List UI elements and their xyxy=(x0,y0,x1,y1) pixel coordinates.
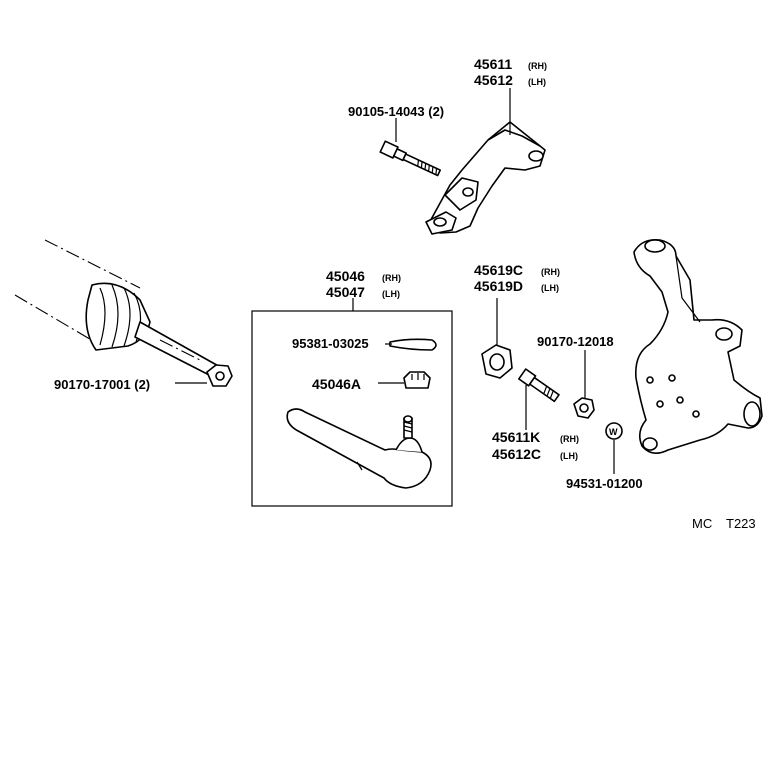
label-rh-arm: (RH) xyxy=(528,61,547,71)
castle-nut-icon xyxy=(403,371,431,389)
label-lh-bush: (LH) xyxy=(541,283,559,293)
label-rh-bush: (RH) xyxy=(541,267,560,277)
steering-arm-icon xyxy=(425,121,546,235)
steering-rack-boot-icon xyxy=(14,239,223,379)
diagram-code-mc: MC xyxy=(692,516,712,531)
bolt-icon xyxy=(379,140,442,177)
tie-rod-end-icon xyxy=(286,408,432,489)
label-45619d: 45619D xyxy=(474,278,523,294)
label-45046: 45046 xyxy=(326,268,365,284)
label-90170-12018: 90170-12018 xyxy=(537,334,614,349)
svg-text:W: W xyxy=(609,427,618,437)
label-45046a: 45046A xyxy=(312,376,361,392)
label-94531: 94531-01200 xyxy=(566,476,643,491)
bolt-small-icon xyxy=(518,368,560,403)
tie-rod-end-kit-box xyxy=(251,310,453,507)
label-45611k: 45611K xyxy=(492,429,540,445)
label-45611: 45611 xyxy=(474,56,512,72)
label-45047: 45047 xyxy=(326,284,365,300)
label-90170-17001: 90170-17001 (2) xyxy=(54,377,150,392)
label-rh-bolt: (RH) xyxy=(560,434,579,444)
label-lh-arm: (LH) xyxy=(528,77,546,87)
label-45612: 45612 xyxy=(474,72,513,88)
washer-icon: W xyxy=(605,422,623,440)
label-90105: 90105-14043 (2) xyxy=(348,104,444,119)
nut-icon xyxy=(206,364,233,387)
label-rh-tie: (RH) xyxy=(382,273,401,283)
label-95381: 95381-03025 xyxy=(292,336,369,351)
label-45619c: 45619C xyxy=(474,262,523,278)
diagram-code-t223: T223 xyxy=(726,516,756,531)
label-45612c: 45612C xyxy=(492,446,541,462)
bushing-icon xyxy=(481,344,513,379)
cotter-pin-icon xyxy=(385,338,437,351)
label-lh-tie: (LH) xyxy=(382,289,400,299)
steering-knuckle-icon xyxy=(633,238,763,454)
nut-small-icon xyxy=(573,397,595,419)
label-lh-bolt: (LH) xyxy=(560,451,578,461)
